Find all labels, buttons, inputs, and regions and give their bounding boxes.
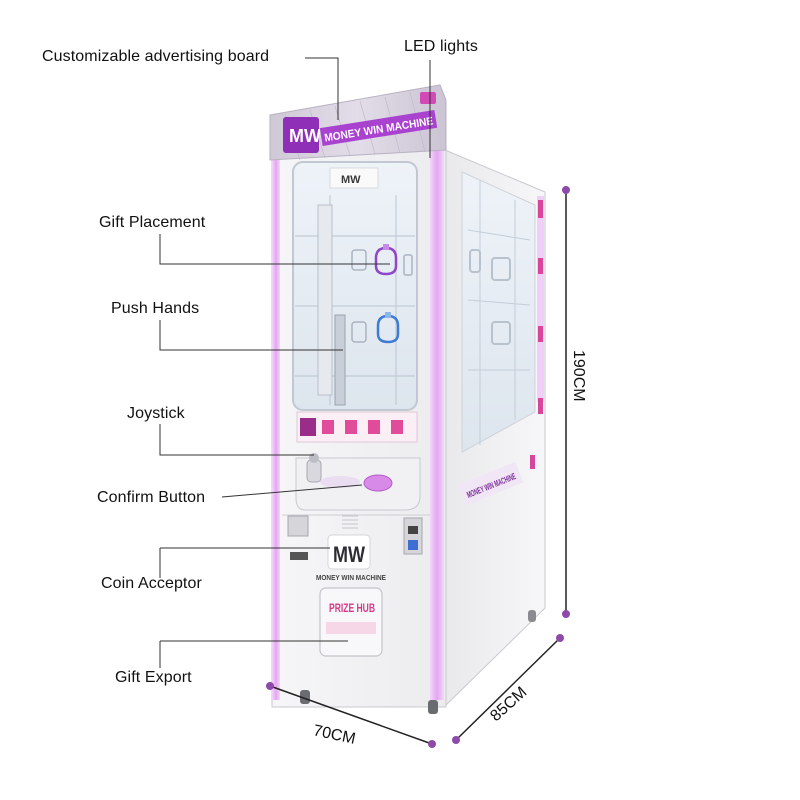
label-joystick: Joystick [127,405,185,422]
front-logo: MW [333,542,365,567]
label-confirm-button: Confirm Button [97,489,206,506]
width-dimension-label: 70CM [312,722,357,748]
depth-dimension-label: 85CM [487,684,530,725]
logo-badge-icon [283,117,319,153]
cabinet-side-panel: MONEY WIN MACHINE [444,149,546,708]
label-gift-placement: Gift Placement [99,214,206,231]
glass-cabinet: MW [292,161,418,443]
led-strip-right [430,130,444,700]
gift-hook-upper [374,244,398,276]
control-desk [295,453,421,511]
led-strip-left [272,160,280,700]
lower-cabinet: MW MONEY WIN MACHINE PRIZE HUB [282,514,536,714]
front-text: MONEY WIN MACHINE [316,575,386,582]
prize-sign: PRIZE HUB [329,601,375,615]
label-push-hands: Push Hands [111,300,200,317]
label-gift-export: Gift Export [115,669,192,686]
label-advertising-board: Customizable advertising board [42,48,270,65]
joystick[interactable] [306,459,322,483]
glass-logo: MW [341,174,361,186]
leader-lines [159,57,431,668]
label-led-lights: LED lights [404,38,478,55]
coin-slot-left[interactable] [287,515,309,537]
gift-hook-middle [376,312,400,344]
dimension-depth [452,634,564,744]
label-coin-acceptor: Coin Acceptor [101,575,202,592]
advertising-board: MW MONEY WIN MACHINE [269,84,447,161]
height-dimension-label: 190CM [570,350,587,402]
header-logo: MW [289,126,321,146]
confirm-button[interactable] [363,474,393,492]
dimension-width [266,682,436,748]
dimension-height [562,186,570,618]
